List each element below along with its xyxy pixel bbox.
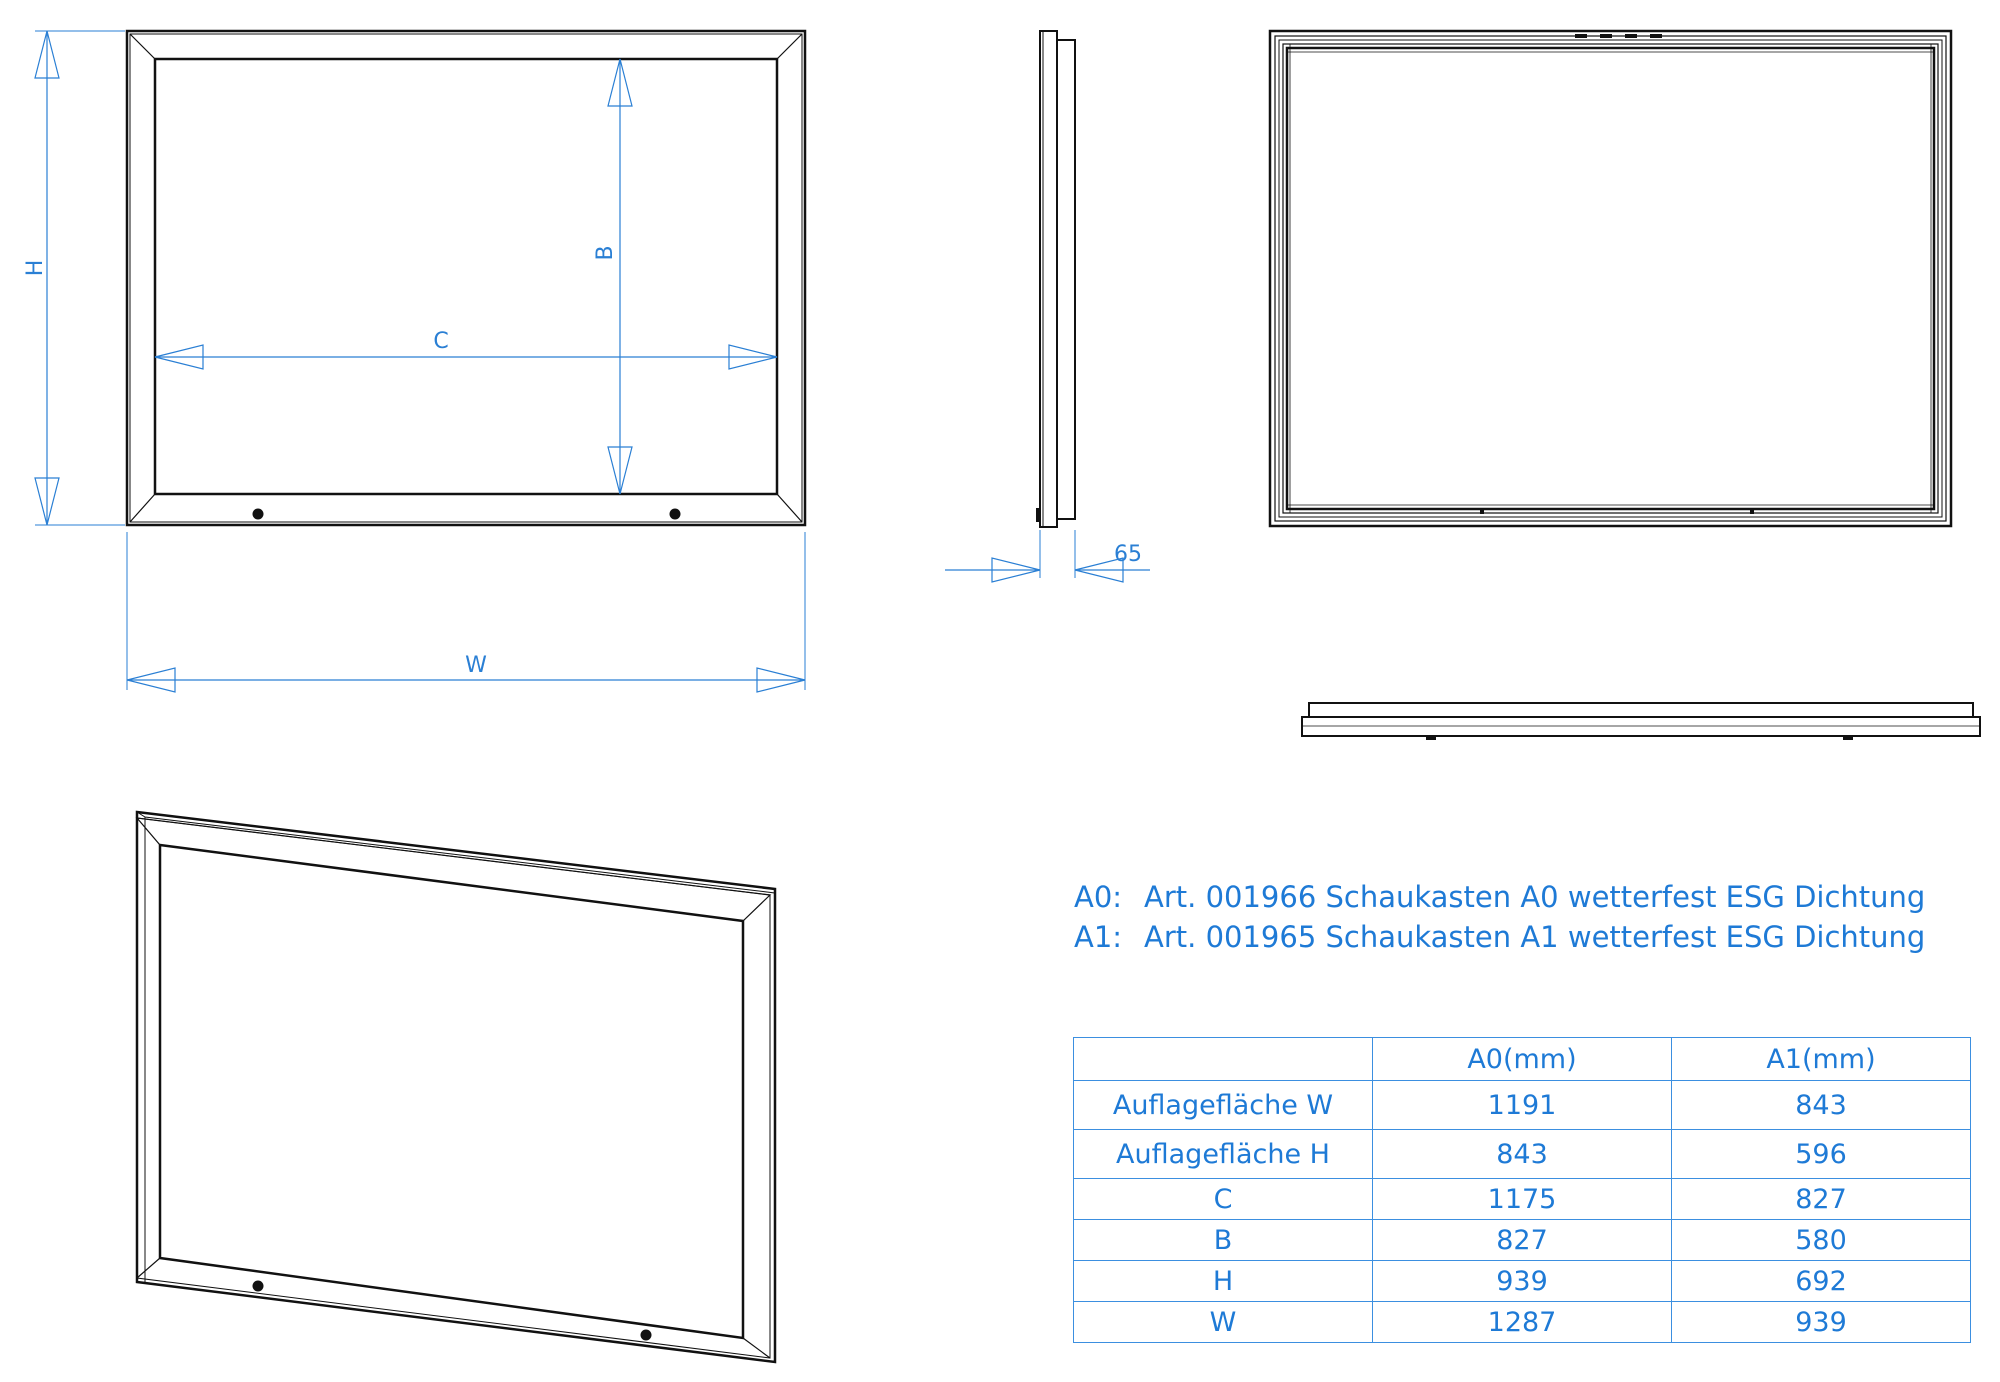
screw-hole: [640, 1329, 652, 1341]
table-row: Auflagefläche H 843 596: [1073, 1129, 1971, 1179]
caption-text: Art. 001966 Schaukasten A0 wetterfest ES…: [1144, 880, 1926, 914]
row-label: B: [1073, 1219, 1373, 1261]
cell-a0: 827: [1372, 1219, 1672, 1261]
table-row: H 939 692: [1073, 1260, 1971, 1302]
spec-table: A0(mm) A1(mm) Auflagefläche W 1191 843 A…: [1073, 1037, 1971, 1343]
row-label: C: [1073, 1178, 1373, 1220]
dimension-c: C: [154, 329, 778, 370]
header-cell: A1(mm): [1671, 1037, 1971, 1081]
screw-hole: [252, 508, 264, 520]
table-row: B 827 580: [1073, 1219, 1971, 1261]
screw-hole: [252, 1280, 264, 1292]
top-view: [1301, 702, 1981, 740]
row-label: Auflagefläche H: [1073, 1129, 1373, 1179]
side-latch: [1036, 508, 1041, 522]
dim-label-w: W: [465, 653, 487, 678]
header-cell: [1073, 1037, 1373, 1081]
row-label: Auflagefläche W: [1073, 1080, 1373, 1130]
screw-hole: [669, 508, 681, 520]
table-row: W 1287 939: [1073, 1301, 1971, 1343]
table-header-row: A0(mm) A1(mm): [1073, 1037, 1971, 1081]
caption-text: Art. 001965 Schaukasten A1 wetterfest ES…: [1144, 920, 1926, 954]
cell-a1: 596: [1671, 1129, 1971, 1179]
cell-a1: 939: [1671, 1301, 1971, 1343]
dimension-w: W: [126, 532, 806, 693]
caption-code: A0:: [1074, 880, 1123, 914]
cell-a1: 843: [1671, 1080, 1971, 1130]
back-view: [1268, 29, 1953, 528]
dim-label-c: C: [433, 329, 448, 354]
cell-a0: 1175: [1372, 1178, 1672, 1220]
dim-label-b: B: [593, 245, 618, 260]
dimension-b: B: [593, 58, 633, 495]
cell-a0: 1191: [1372, 1080, 1672, 1130]
perspective-view: [135, 810, 777, 1364]
cell-a0: 1287: [1372, 1301, 1672, 1343]
caption-a1: A1: Art. 001965 Schaukasten A1 wetterfest…: [1074, 920, 1925, 954]
caption-a0: A0: Art. 001966 Schaukasten A0 wetterfest…: [1074, 880, 1925, 914]
front-view: [125, 29, 807, 527]
cell-a0: 939: [1372, 1260, 1672, 1302]
cell-a0: 843: [1372, 1129, 1672, 1179]
header-cell: A0(mm): [1372, 1037, 1672, 1081]
cell-a1: 827: [1671, 1178, 1971, 1220]
table-row: C 1175 827: [1073, 1178, 1971, 1220]
dim-label-depth: 65: [1114, 542, 1142, 567]
dimension-depth: 65: [945, 530, 1150, 583]
cell-a1: 692: [1671, 1260, 1971, 1302]
side-view: [1036, 30, 1076, 528]
dim-label-h: H: [23, 260, 48, 277]
row-label: W: [1073, 1301, 1373, 1343]
dimension-h: H: [23, 30, 125, 526]
cell-a1: 580: [1671, 1219, 1971, 1261]
row-label: H: [1073, 1260, 1373, 1302]
table-row: Auflagefläche W 1191 843: [1073, 1080, 1971, 1130]
caption-code: A1:: [1074, 920, 1123, 954]
